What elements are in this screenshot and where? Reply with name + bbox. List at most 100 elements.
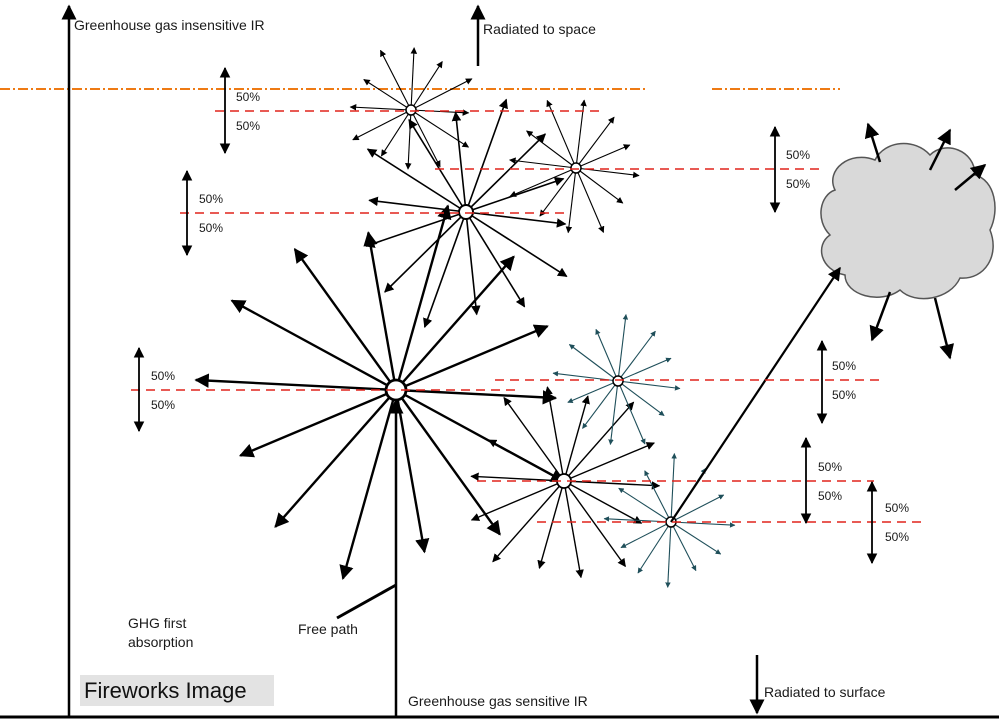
title-box — [80, 675, 274, 706]
split-upper-label: 50% — [199, 192, 223, 206]
split-lower-label: 50% — [818, 489, 842, 503]
split-lower-label: 50% — [199, 221, 223, 235]
burst-5 — [470, 386, 661, 579]
burst-ray — [368, 196, 467, 213]
burst-ray — [670, 521, 722, 555]
burst-ray — [465, 211, 481, 316]
burst-ray — [509, 167, 577, 197]
burst-ray — [339, 389, 398, 580]
burst-ray — [410, 109, 470, 148]
burst-ray — [410, 109, 441, 168]
split-upper-label: 50% — [832, 359, 856, 373]
cloud-emission-arrow — [954, 164, 987, 191]
burst-ray — [405, 109, 412, 170]
burst-ray — [395, 255, 515, 391]
burst-ray — [349, 103, 412, 111]
burst-ray — [410, 61, 443, 111]
burst-ray — [563, 442, 655, 482]
cloud-emission-arrow — [933, 297, 955, 360]
free-path-pointer — [336, 583, 397, 620]
burst-ray — [563, 480, 584, 579]
split-indicator: 50% 50% — [866, 480, 909, 565]
split-lower-label: 50% — [151, 398, 175, 412]
burst-ray — [410, 78, 473, 111]
split-upper-label: 50% — [818, 460, 842, 474]
split-indicator: 50% 50% — [800, 436, 842, 525]
radiated-to-space-label: Radiated to space — [483, 21, 596, 37]
split-indicator: 50%50% — [133, 346, 175, 433]
burst-ray — [563, 395, 590, 482]
burst-ray — [608, 380, 619, 445]
burst-ray — [451, 111, 467, 213]
burst-ray — [470, 480, 565, 521]
burst-ray — [568, 344, 619, 382]
burst-ray — [567, 380, 619, 403]
cloud-emission-arrow — [928, 128, 952, 171]
absorption-point — [570, 162, 582, 174]
burst-ray — [366, 148, 467, 213]
burst-ray — [617, 380, 646, 445]
burst-ray — [380, 109, 412, 157]
burst-ray — [670, 521, 697, 572]
burst-ray — [575, 144, 631, 169]
burst-ray — [395, 388, 558, 405]
cloud-emission-arrow — [864, 122, 882, 163]
absorption-bursts — [194, 47, 987, 588]
burst-ray — [394, 389, 430, 554]
burst-ray — [539, 167, 577, 217]
burst-ray — [595, 328, 619, 382]
burst-ray — [364, 211, 467, 248]
ghg-first-label-line1: GHG first — [128, 615, 186, 631]
burst-ray — [503, 396, 565, 482]
burst-ray — [575, 116, 615, 169]
burst-ray — [575, 167, 605, 234]
burst-ray — [563, 401, 635, 482]
burst-ray — [274, 389, 397, 528]
burst-ray — [230, 299, 397, 392]
burst-ray — [644, 470, 672, 523]
burst-ray — [565, 167, 577, 234]
burst-ray — [670, 494, 725, 523]
split-lower-label: 50% — [786, 177, 810, 191]
burst-ray — [465, 133, 546, 213]
radiated-to-surface-label: Radiated to surface — [764, 684, 886, 700]
burst-ray — [410, 47, 418, 111]
burst-ray — [410, 109, 470, 116]
absorption-point — [405, 104, 417, 116]
burst-3 — [349, 47, 473, 170]
insensitive-ir-label: Greenhouse gas insensitive IR — [74, 17, 265, 33]
burst-ray — [509, 157, 577, 169]
split-indicator: 50%50% — [769, 125, 810, 214]
split-indicator: 50% 50% — [816, 339, 856, 425]
burst-ray — [563, 480, 661, 490]
burst-ray — [544, 386, 565, 482]
split-lower-label: 50% — [832, 388, 856, 402]
burst-ray — [465, 176, 565, 213]
burst-ray — [395, 389, 501, 536]
split-lower-label: 50% — [236, 119, 260, 133]
burst-ray — [637, 521, 672, 574]
burst-ray — [620, 521, 672, 549]
burst-ray — [492, 480, 565, 563]
split-indicators: 50%50%50%50%50%50%50%50%50%50%50%50%50%5… — [133, 66, 909, 565]
burst-ray — [665, 521, 672, 588]
absorption-point — [458, 204, 474, 220]
ghg-first-label-line2: absorption — [128, 634, 193, 650]
sensitive-ir-label: Greenhouse gas sensitive IR — [408, 693, 588, 709]
burst-ray — [617, 380, 681, 391]
cloud-arrow — [670, 266, 841, 523]
split-lower-label: 50% — [885, 530, 909, 544]
cloud-emission-arrow — [869, 291, 892, 342]
burst-ray — [618, 487, 672, 523]
burst-ray — [465, 98, 508, 213]
burst-ray — [352, 109, 412, 141]
split-indicator: 50% 50% — [181, 169, 223, 257]
split-upper-label: 50% — [236, 90, 260, 104]
burst-ray — [394, 204, 452, 391]
absorption-point — [612, 375, 624, 387]
burst-ray — [670, 453, 677, 523]
split-upper-label: 50% — [885, 501, 909, 515]
burst-ray — [238, 388, 397, 458]
free-path-label: Free path — [298, 621, 358, 637]
